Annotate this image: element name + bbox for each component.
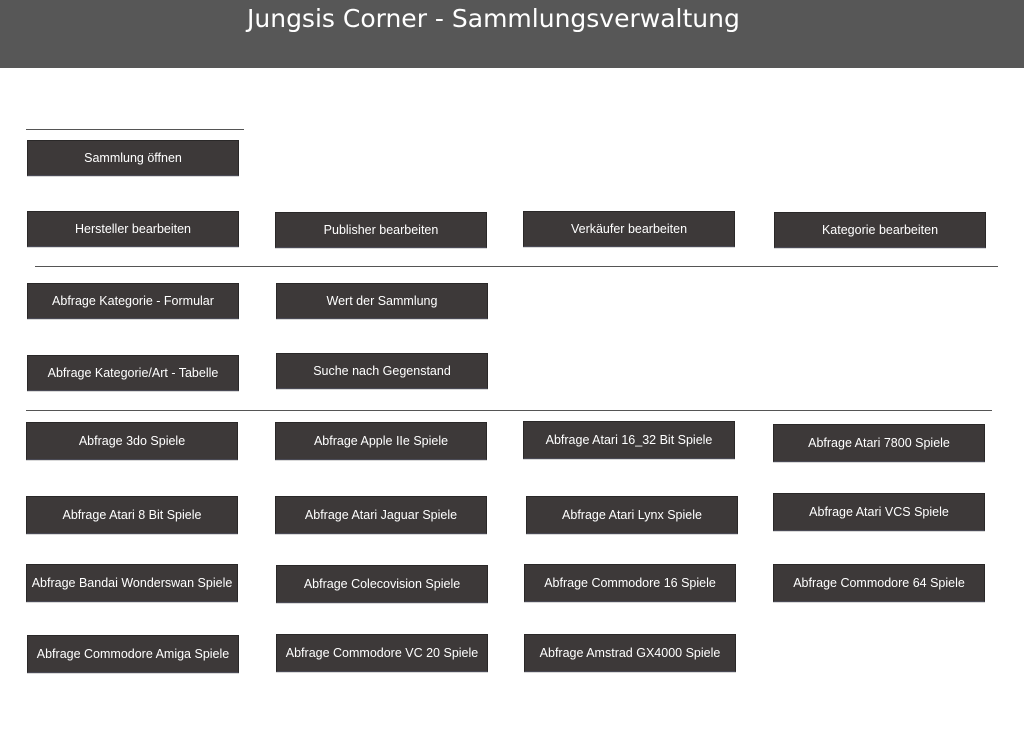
query-3do-games-button[interactable]: Abfrage 3do Spiele	[26, 422, 238, 460]
edit-seller-button[interactable]: Verkäufer bearbeiten	[523, 211, 735, 247]
divider-edit-section	[35, 266, 998, 267]
item-search-button[interactable]: Suche nach Gegenstand	[276, 353, 488, 389]
page-title: Jungsis Corner - Sammlungsverwaltung	[247, 4, 740, 33]
collection-value-button[interactable]: Wert der Sammlung	[276, 283, 488, 319]
query-bandai-wonderswan-games-button[interactable]: Abfrage Bandai Wonderswan Spiele	[26, 564, 238, 602]
query-atari-lynx-games-button[interactable]: Abfrage Atari Lynx Spiele	[526, 496, 738, 534]
query-category-type-table-button[interactable]: Abfrage Kategorie/Art - Tabelle	[27, 355, 239, 391]
edit-manufacturer-button[interactable]: Hersteller bearbeiten	[27, 211, 239, 247]
query-colecovision-games-button[interactable]: Abfrage Colecovision Spiele	[276, 565, 488, 603]
query-commodore-vc20-games-button[interactable]: Abfrage Commodore VC 20 Spiele	[276, 634, 488, 672]
query-atari-8bit-games-button[interactable]: Abfrage Atari 8 Bit Spiele	[26, 496, 238, 534]
query-atari-16-32-games-button[interactable]: Abfrage Atari 16_32 Bit Spiele	[523, 421, 735, 459]
query-category-form-button[interactable]: Abfrage Kategorie - Formular	[27, 283, 239, 319]
query-commodore-amiga-games-button[interactable]: Abfrage Commodore Amiga Spiele	[27, 635, 239, 673]
edit-publisher-button[interactable]: Publisher bearbeiten	[275, 212, 487, 248]
query-commodore-64-games-button[interactable]: Abfrage Commodore 64 Spiele	[773, 564, 985, 602]
divider-games-section	[26, 410, 992, 411]
open-collection-button[interactable]: Sammlung öffnen	[27, 140, 239, 176]
divider-top	[26, 129, 244, 130]
query-atari-7800-games-button[interactable]: Abfrage Atari 7800 Spiele	[773, 424, 985, 462]
query-commodore-16-games-button[interactable]: Abfrage Commodore 16 Spiele	[524, 564, 736, 602]
query-atari-vcs-games-button[interactable]: Abfrage Atari VCS Spiele	[773, 493, 985, 531]
header-bar: Jungsis Corner - Sammlungsverwaltung	[0, 0, 1024, 68]
query-apple-2e-games-button[interactable]: Abfrage Apple IIe Spiele	[275, 422, 487, 460]
query-atari-jaguar-games-button[interactable]: Abfrage Atari Jaguar Spiele	[275, 496, 487, 534]
query-amstrad-gx4000-games-button[interactable]: Abfrage Amstrad GX4000 Spiele	[524, 634, 736, 672]
edit-category-button[interactable]: Kategorie bearbeiten	[774, 212, 986, 248]
